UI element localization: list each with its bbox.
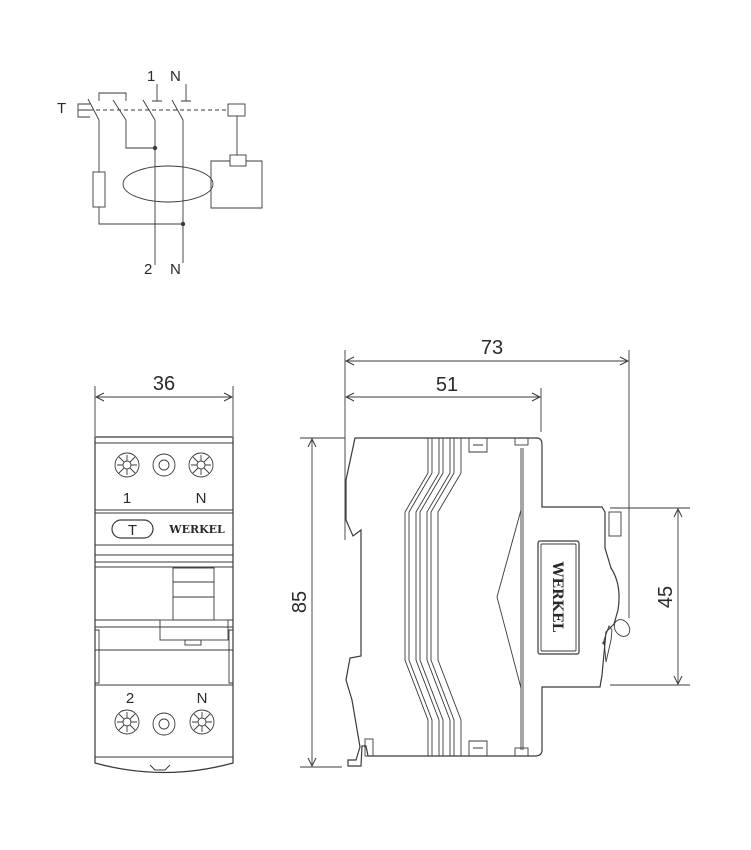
terminal-screw (188, 452, 214, 478)
side-notches (95, 629, 233, 684)
front-panel-lines (95, 442, 233, 758)
terminal-label-1: 1 (147, 68, 155, 85)
test-button-symbol (77, 103, 90, 118)
current-transformer (122, 165, 214, 203)
coil-loop (210, 160, 263, 209)
terminal-screw (114, 709, 140, 735)
din-clip-notch (149, 764, 171, 771)
lever-hook (603, 625, 613, 663)
contact-bracket (98, 92, 127, 101)
indicator-circle (152, 453, 176, 477)
junction-dot (180, 221, 186, 227)
inner-edge (520, 448, 524, 750)
front-body-outline (94, 436, 234, 774)
trip-relay (227, 103, 246, 117)
test-button[interactable]: T (111, 519, 154, 539)
brand-logo: WERKEL (168, 523, 225, 536)
top-tab (514, 437, 529, 446)
terminal-screw (114, 452, 140, 478)
height-dimension: 85 (289, 591, 311, 613)
input-terminals (152, 84, 191, 102)
side-latch (608, 511, 622, 537)
circuit-schematic: T 1 N 2 N (57, 68, 263, 278)
front-chevron (496, 509, 522, 689)
top-clip (468, 438, 488, 453)
terminal-label-n-top: N (196, 490, 207, 507)
sensing-coil (229, 154, 247, 167)
lever-ring (613, 619, 631, 637)
terminal-label-n-bottom: N (170, 261, 181, 278)
side-view: 73 51 85 45 (289, 337, 690, 768)
terminal-label-n-bottom: N (197, 690, 208, 707)
housing-seam-lines (404, 438, 462, 756)
bottom-tab (514, 747, 529, 757)
terminal-label-2: 2 (144, 261, 152, 278)
din-clip (364, 738, 374, 757)
test-button-label: T (128, 522, 137, 539)
test-label: T (57, 100, 66, 117)
total-depth-dimension: 73 (481, 337, 503, 359)
wiring (98, 120, 184, 265)
terminal-label-2: 2 (126, 690, 134, 707)
junction-dot (152, 145, 158, 151)
body-depth-dimension: 51 (436, 374, 458, 396)
front-view: 36 1 N T WERKEL 2 N (94, 373, 234, 774)
side-brand-logo: WERKEL (549, 561, 565, 633)
width-dimension: 36 (153, 373, 175, 395)
toggle-lever[interactable] (159, 567, 229, 646)
bottom-clip (468, 740, 488, 756)
terminal-screw (189, 709, 215, 735)
terminal-label-n-top: N (170, 68, 181, 85)
side-brand-plate: WERKEL (537, 540, 580, 655)
indicator-circle (152, 712, 176, 736)
terminal-label-1: 1 (123, 490, 131, 507)
front-height-dimension: 45 (655, 586, 677, 608)
switch-contacts (87, 98, 184, 121)
side-body-outline (345, 437, 620, 767)
lever-pivot (602, 641, 606, 645)
resistor (92, 171, 106, 208)
